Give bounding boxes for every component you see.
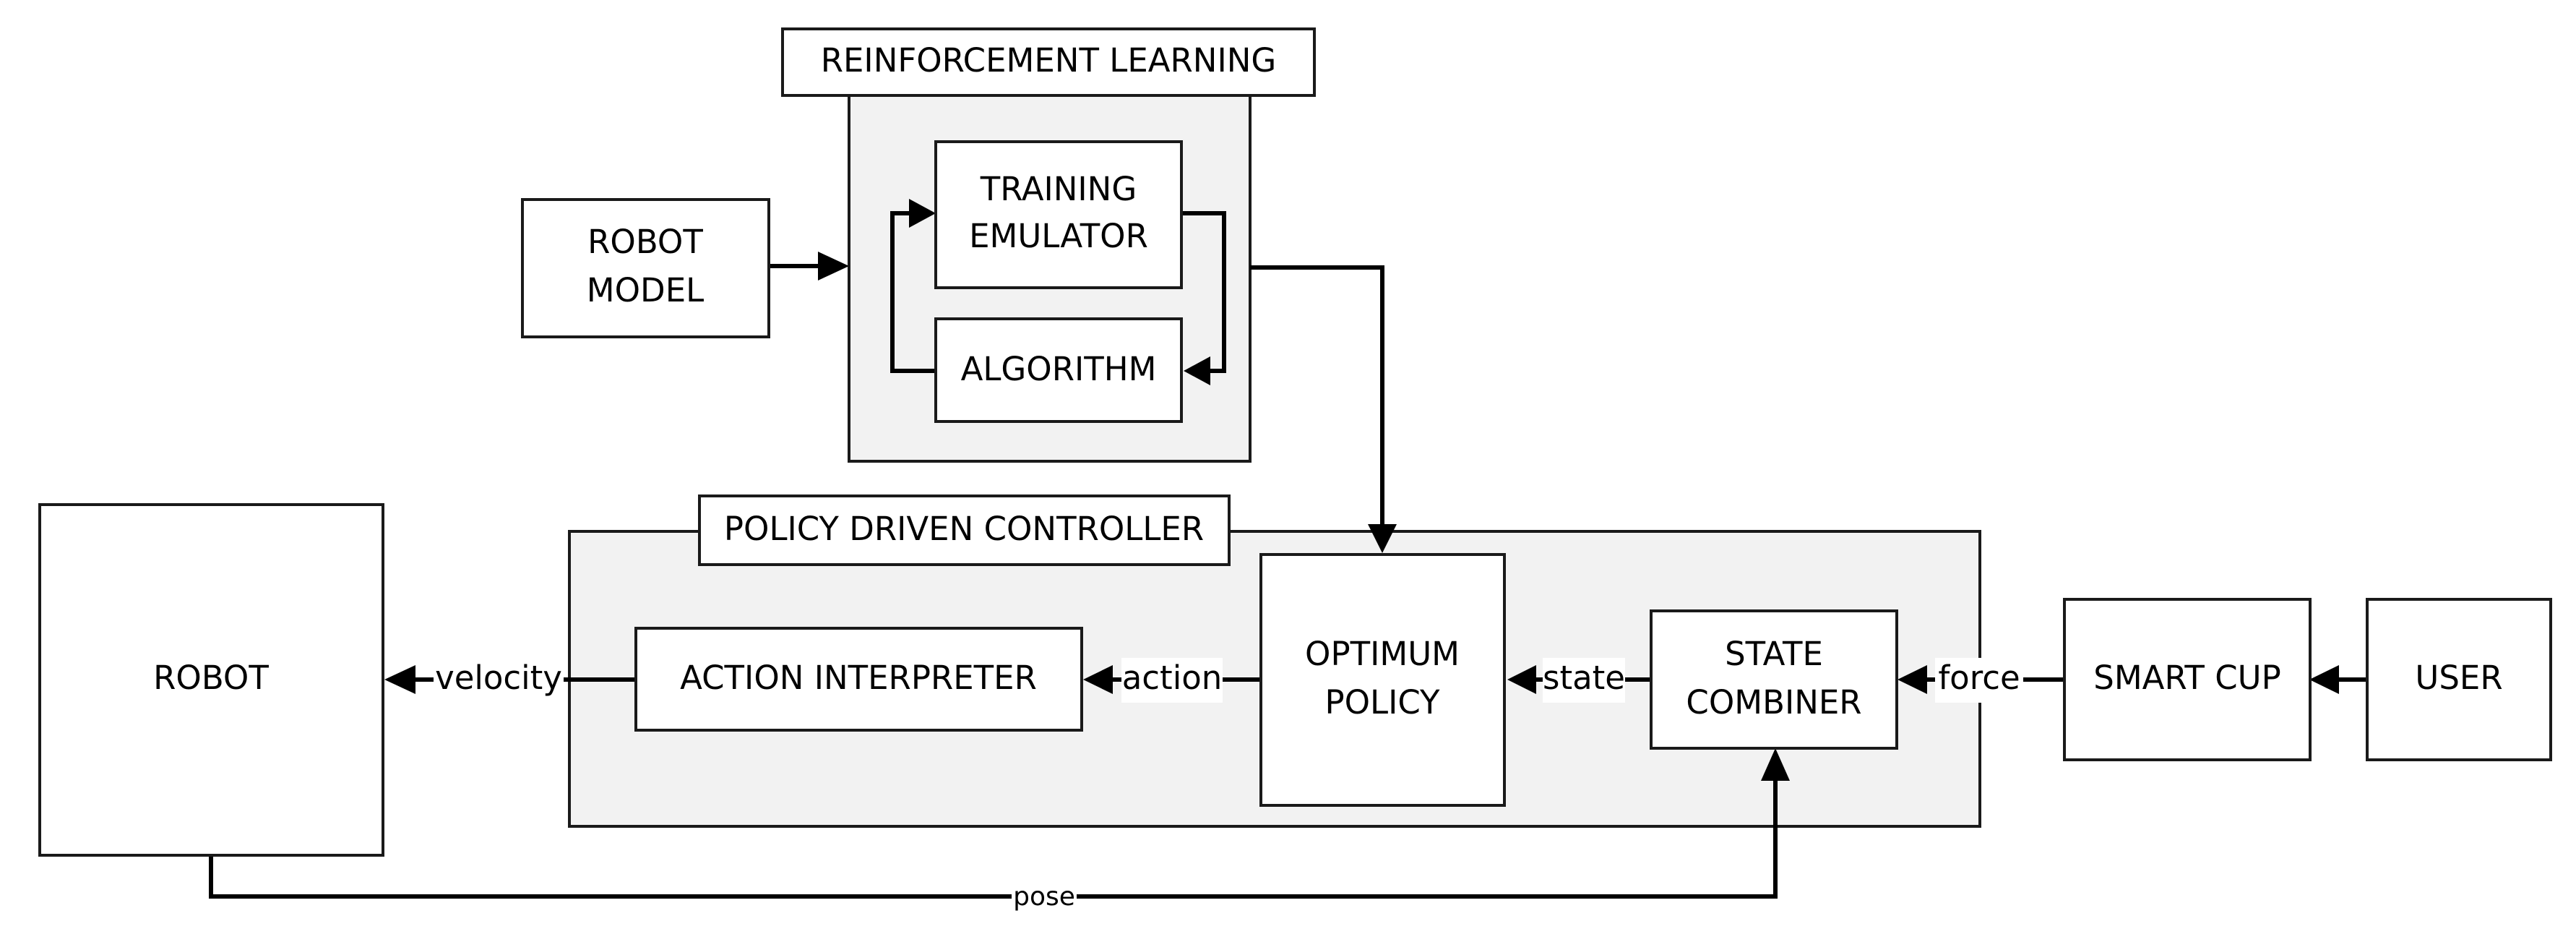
robot-model-label-line2: MODEL (587, 271, 704, 309)
label-backdrop (1935, 658, 2023, 703)
smart-cup-block: SMART CUP (2063, 598, 2312, 761)
policy-driven-controller-title-box (698, 494, 1231, 566)
training-emulator-block: TRAINING EMULATOR (934, 140, 1183, 289)
label-backdrop (1543, 658, 1625, 703)
label-backdrop (1121, 658, 1223, 703)
arrowhead (818, 252, 849, 281)
robot-model-block: ROBOT MODEL (521, 198, 770, 338)
reinforcement-learning-title-box (781, 27, 1316, 97)
algorithm-block: ALGORITHM (934, 317, 1183, 423)
action-label: action (1122, 659, 1223, 697)
action-interpreter-label: ACTION INTERPRETER (680, 659, 1037, 697)
robot-model-label-line1: ROBOT (587, 223, 703, 261)
state-combiner-label-line2: COMBINER (1686, 683, 1861, 722)
training-emulator-label-line2: EMULATOR (969, 217, 1148, 255)
optimum-policy-label-line1: OPTIMUM (1305, 635, 1460, 673)
state-combiner-label-line1: STATE (1725, 635, 1823, 673)
arrowhead (1368, 524, 1397, 553)
robot-block: ROBOT (38, 503, 384, 857)
pose-label: pose (1013, 882, 1075, 912)
state-combiner-block: STATE COMBINER (1650, 609, 1898, 750)
pose-wire (209, 781, 1778, 899)
action-interpreter-block: ACTION INTERPRETER (634, 627, 1083, 732)
emulator-to-algorithm-wire (1181, 211, 1226, 373)
policy-driven-controller-title: POLICY DRIVEN CONTROLLER (724, 510, 1204, 548)
arrowhead (1897, 665, 1927, 694)
arrowhead (1507, 665, 1536, 694)
state-label: state (1543, 659, 1625, 697)
user-block: USER (2366, 598, 2552, 761)
robot-label: ROBOT (153, 659, 269, 697)
arrowhead (384, 665, 415, 694)
arrowhead (1761, 748, 1790, 781)
optimum-policy-label-line2: POLICY (1324, 683, 1440, 722)
user-label: USER (2415, 659, 2502, 697)
smart-cup-label: SMART CUP (2093, 659, 2280, 697)
training-emulator-label-line1: TRAINING (980, 170, 1137, 208)
force-label: force (1938, 659, 2020, 697)
algorithm-label: ALGORITHM (961, 350, 1157, 388)
algorithm-to-emulator-wire (890, 211, 936, 373)
rl-to-optimum-policy-wire (1250, 265, 1384, 524)
label-backdrop (434, 658, 564, 703)
arrowhead (909, 199, 936, 228)
optimum-policy-block: OPTIMUM POLICY (1259, 553, 1506, 807)
velocity-label: velocity (435, 659, 562, 697)
arrowhead (1184, 356, 1210, 385)
label-backdrop (1012, 882, 1077, 912)
reinforcement-learning-title: REINFORCEMENT LEARNING (821, 41, 1277, 80)
arrowhead (2309, 665, 2339, 694)
arrowhead (1083, 665, 1113, 694)
